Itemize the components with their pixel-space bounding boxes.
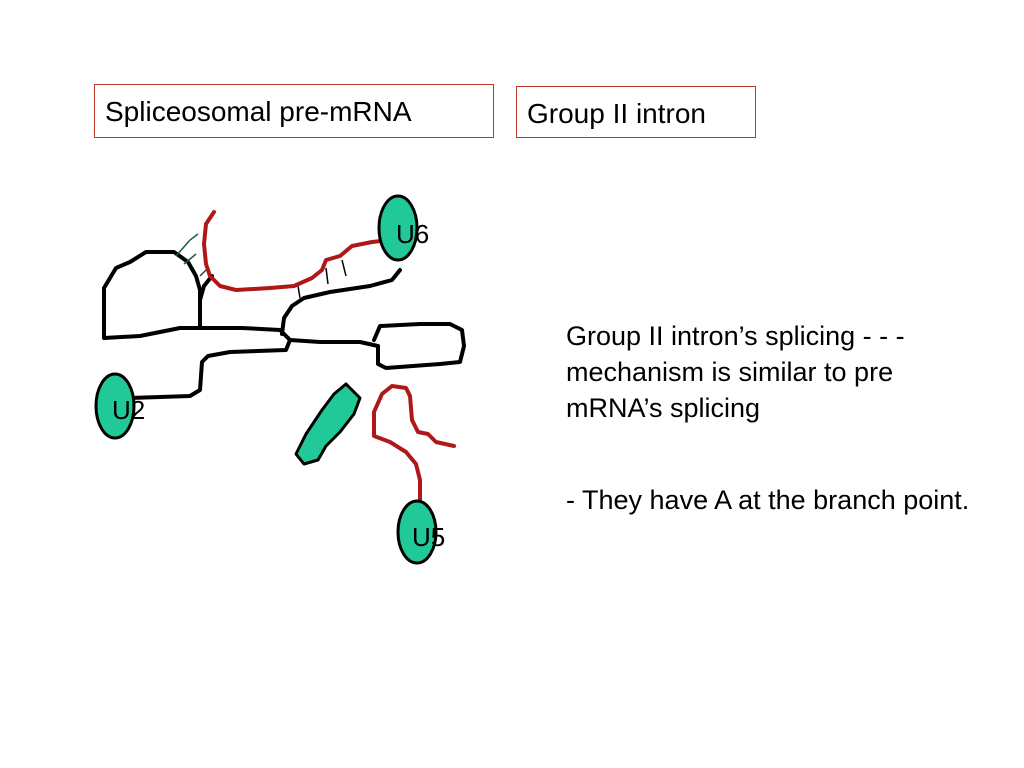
u2-label: U2 xyxy=(112,395,145,425)
u6-label: U6 xyxy=(396,219,429,249)
description-similarity: Group II intron’s splicing - - - mechani… xyxy=(566,321,905,423)
spliceosomal-pre-mrna-label: Spliceosomal pre-mRNA xyxy=(94,84,494,138)
green-rna-fragment xyxy=(294,382,362,466)
group-ii-intron-label: Group II intron xyxy=(516,86,756,138)
red-rna-strand-u6 xyxy=(202,210,392,292)
base-pair-ticks-upper xyxy=(297,259,347,299)
black-rna-strand-upper xyxy=(198,268,402,336)
u6-snrna-oval xyxy=(377,194,419,262)
black-rna-strand-right-loop xyxy=(288,322,466,370)
base-pair-ticks-left xyxy=(175,233,207,277)
description-branch-point: - They have A at the branch point. xyxy=(566,485,970,515)
u5-label: U5 xyxy=(412,522,445,552)
black-rna-strand-left-loop xyxy=(102,250,292,400)
u5-snrna-oval xyxy=(396,499,438,565)
u2-snrna-oval xyxy=(94,372,136,440)
red-rna-strand-u5 xyxy=(372,384,456,502)
